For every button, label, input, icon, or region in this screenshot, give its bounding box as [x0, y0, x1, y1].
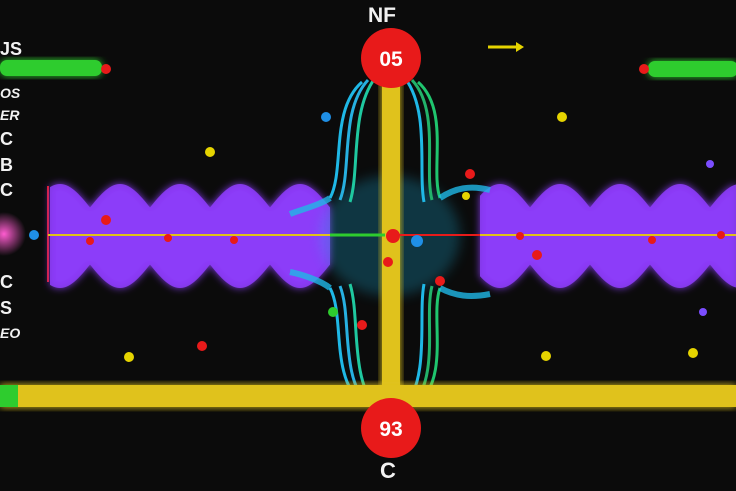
left-label-7: C [0, 272, 13, 292]
left-label-3: ER [0, 107, 20, 123]
top-left-bar-endpoint [101, 64, 111, 74]
center-axis-node [386, 229, 400, 243]
top-right-bar [648, 61, 736, 77]
left-label-8: S [0, 298, 13, 318]
left-label-4: C [0, 129, 13, 149]
left-source-glow [0, 212, 26, 256]
left-label-2: OS [0, 85, 21, 101]
bottom-node-value: 93 [379, 418, 402, 441]
bottom-node [361, 398, 421, 458]
top-node-value: 05 [379, 48, 403, 71]
scatter-dots [29, 112, 725, 362]
top-title: NF [368, 4, 396, 27]
center-arcs [288, 77, 491, 409]
top-right-bar-endpoint [639, 64, 649, 74]
top-node [361, 28, 421, 88]
bottom-bar [0, 385, 736, 407]
top-left-bar [0, 60, 102, 76]
left-label-6: C [0, 180, 13, 200]
right-arrow-icon [488, 42, 524, 52]
bottom-bar-green-end [0, 385, 18, 407]
left-label-1: JS [0, 39, 23, 59]
left-label-9: EO [0, 325, 21, 341]
left-label-5: B [0, 155, 13, 175]
bottom-title: C [380, 458, 396, 483]
